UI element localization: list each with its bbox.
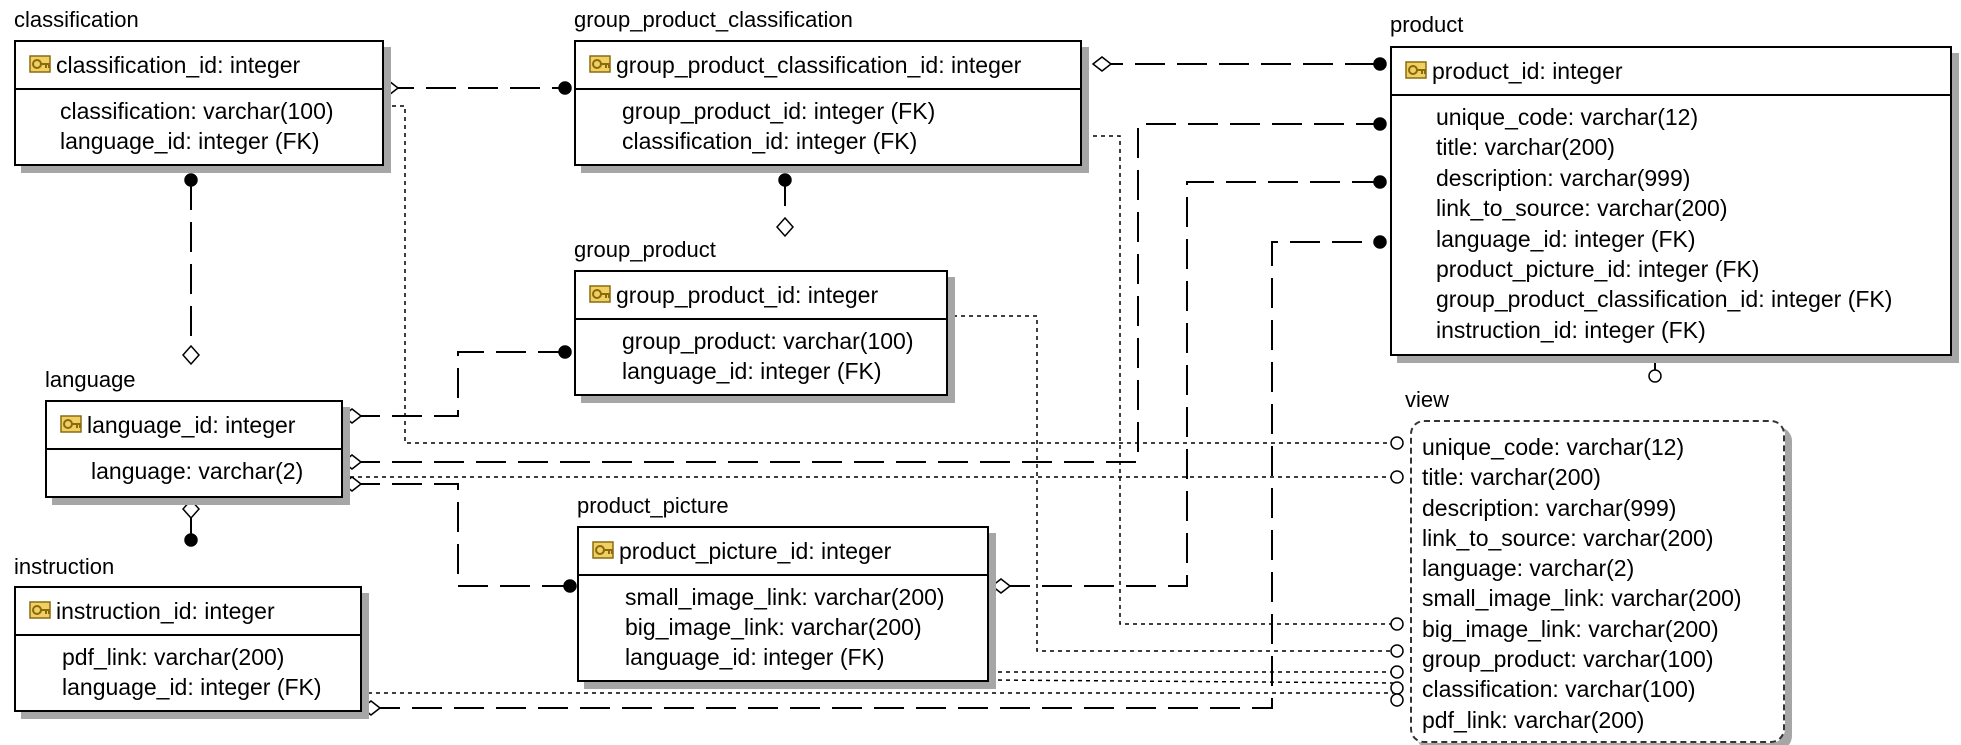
view-attribute: small_image_link: varchar(200) bbox=[1422, 585, 1742, 612]
pk-column: language_id: integer bbox=[87, 411, 296, 438]
attribute: small_image_link: varchar(200) bbox=[625, 584, 945, 610]
attribute: language_id: integer (FK) bbox=[625, 644, 885, 670]
attribute: language_id: integer (FK) bbox=[1436, 225, 1696, 252]
attribute: big_image_link: varchar(200) bbox=[625, 614, 922, 640]
attribute: title: varchar(200) bbox=[1436, 134, 1615, 161]
key-icon bbox=[29, 601, 51, 619]
table-language[interactable]: language_id: integer language: varchar(2… bbox=[45, 400, 343, 498]
primary-key-row: product_id: integer bbox=[1392, 48, 1950, 96]
pk-column: product_id: integer bbox=[1432, 57, 1623, 84]
view-attribute: big_image_link: varchar(200) bbox=[1422, 615, 1719, 642]
pk-column: group_product_classification_id: integer bbox=[616, 51, 1022, 78]
pk-column: product_picture_id: integer bbox=[619, 537, 892, 564]
primary-key-row: group_product_id: integer bbox=[576, 272, 946, 320]
attribute-list: language: varchar(2) bbox=[47, 450, 341, 486]
view-attribute: classification: varchar(100) bbox=[1422, 676, 1696, 703]
primary-key-row: classification_id: integer bbox=[16, 42, 382, 90]
attribute-list: unique_code: varchar(12) title: varchar(… bbox=[1392, 96, 1950, 345]
primary-key-row: instruction_id: integer bbox=[16, 588, 360, 636]
attribute: pdf_link: varchar(200) bbox=[62, 644, 285, 670]
attribute: description: varchar(999) bbox=[1436, 164, 1691, 191]
primary-key-row: group_product_classification_id: integer bbox=[576, 42, 1080, 90]
table-instruction[interactable]: instruction_id: integer pdf_link: varcha… bbox=[14, 586, 362, 712]
attribute: classification: varchar(100) bbox=[60, 98, 334, 124]
table-name-instruction: instruction bbox=[14, 554, 115, 579]
pk-column: classification_id: integer bbox=[56, 51, 301, 78]
key-icon bbox=[60, 415, 82, 433]
primary-key-row: product_picture_id: integer bbox=[579, 528, 987, 576]
attribute-list: small_image_link: varchar(200) big_image… bbox=[579, 576, 987, 672]
table-name-product-picture: product_picture bbox=[577, 493, 729, 518]
attribute-list: pdf_link: varchar(200) language_id: inte… bbox=[16, 636, 360, 702]
table-name-classification: classification bbox=[14, 7, 139, 32]
table-group-product[interactable]: group_product_id: integer group_product:… bbox=[574, 270, 948, 396]
table-product-picture[interactable]: product_picture_id: integer small_image_… bbox=[577, 526, 989, 682]
attribute: group_product_id: integer (FK) bbox=[622, 98, 936, 124]
attribute-list: group_product_id: integer (FK) classific… bbox=[576, 90, 1080, 156]
attribute: product_picture_id: integer (FK) bbox=[1436, 256, 1760, 283]
view-attribute: pdf_link: varchar(200) bbox=[1422, 706, 1645, 733]
attribute: unique_code: varchar(12) bbox=[1436, 104, 1699, 130]
table-classification[interactable]: classification_id: integer classificatio… bbox=[14, 40, 384, 166]
attribute: language: varchar(2) bbox=[91, 458, 304, 484]
attribute: language_id: integer (FK) bbox=[62, 674, 322, 700]
attribute: instruction_id: integer (FK) bbox=[1436, 316, 1706, 343]
key-icon bbox=[589, 285, 611, 303]
view-attribute: description: varchar(999) bbox=[1422, 494, 1677, 521]
relationship-markers bbox=[181, 56, 1662, 716]
attribute: link_to_source: varchar(200) bbox=[1436, 195, 1728, 222]
view-box[interactable]: unique_code: varchar(12) title: varchar(… bbox=[1410, 420, 1785, 743]
pk-column: instruction_id: integer bbox=[56, 597, 275, 624]
key-icon bbox=[592, 541, 614, 559]
table-product[interactable]: product_id: integer unique_code: varchar… bbox=[1390, 46, 1952, 356]
view-attribute: group_product: varchar(100) bbox=[1422, 646, 1714, 673]
attribute-list: group_product: varchar(100) language_id:… bbox=[576, 320, 946, 386]
table-name-language: language bbox=[45, 367, 136, 392]
primary-key-row: language_id: integer bbox=[47, 402, 341, 450]
attribute: language_id: integer (FK) bbox=[622, 358, 882, 384]
view-attribute: unique_code: varchar(12) bbox=[1422, 434, 1685, 460]
view-attribute: link_to_source: varchar(200) bbox=[1422, 524, 1714, 551]
attribute: group_product: varchar(100) bbox=[622, 328, 914, 354]
key-icon bbox=[589, 55, 611, 73]
view-attribute: language: varchar(2) bbox=[1422, 555, 1635, 582]
table-name-group-product-classification: group_product_classification bbox=[574, 7, 853, 32]
table-name-product: product bbox=[1390, 12, 1464, 37]
key-icon bbox=[29, 55, 51, 73]
table-group-product-classification[interactable]: group_product_classification_id: integer… bbox=[574, 40, 1082, 166]
view-attribute: title: varchar(200) bbox=[1422, 464, 1601, 491]
attribute: group_product_classification_id: integer… bbox=[1436, 286, 1893, 313]
table-name-group-product: group_product bbox=[574, 237, 716, 262]
view-name: view bbox=[1405, 387, 1450, 412]
attribute-list: classification: varchar(100) language_id… bbox=[16, 90, 382, 156]
attribute: language_id: integer (FK) bbox=[60, 128, 320, 154]
attribute: classification_id: integer (FK) bbox=[622, 128, 918, 154]
pk-column: group_product_id: integer bbox=[616, 281, 879, 308]
key-icon bbox=[1405, 61, 1427, 79]
